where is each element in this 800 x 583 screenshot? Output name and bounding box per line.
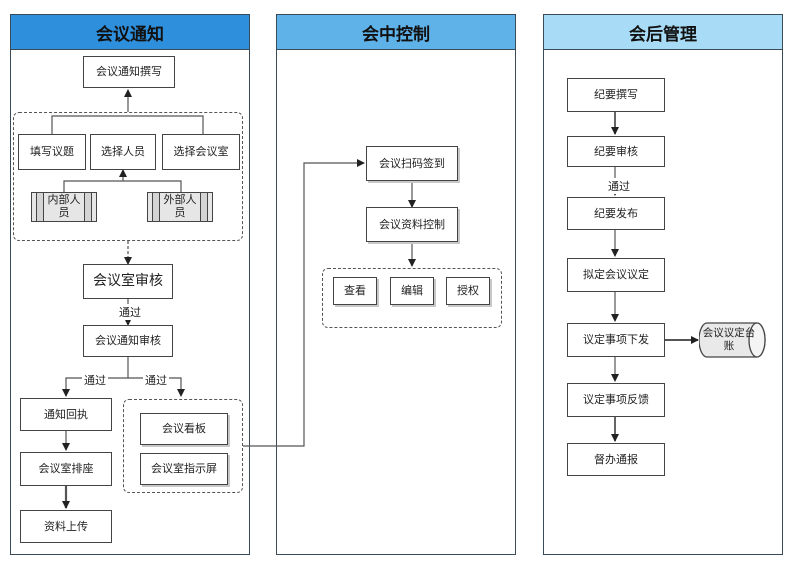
label-pass-2: 通过 [82,372,108,388]
label-pass-after: 通过 [606,178,632,194]
node-edit: 编辑 [390,277,434,305]
node-grant: 授权 [446,277,490,305]
node-fill-topic: 填写议题 [18,134,86,170]
lane-title-meeting-notice: 会议通知 [11,15,249,50]
node-draft-decision: 拟定会议议定 [567,258,665,292]
node-minutes-review: 纪要审核 [567,136,665,167]
label-pass-3: 通过 [143,372,169,388]
group-notice-inputs [13,112,243,241]
label-pass-1: 通过 [117,304,143,320]
node-external-staff: 外部人员 [147,192,213,222]
node-material-upload: 资料上传 [20,510,112,543]
internal-staff-label: 内部人员 [47,193,81,219]
node-notice-receipt: 通知回执 [20,398,112,431]
node-room-review: 会议室审核 [83,264,173,299]
lane-title-in-meeting-control: 会中控制 [277,15,515,50]
node-notice-compose: 会议通知撰写 [83,56,175,88]
node-minutes-write: 纪要撰写 [567,78,665,112]
node-supervise-report: 督办通报 [567,443,665,476]
node-select-people: 选择人员 [90,134,156,170]
node-minutes-publish: 纪要发布 [567,197,665,230]
node-material-control: 会议资料控制 [366,207,458,242]
ledger-label: 会议议定台账 [702,327,756,352]
node-view: 查看 [333,277,377,305]
node-decision-feedback: 议定事项反馈 [567,383,665,417]
node-room-screen: 会议室指示屏 [140,453,228,485]
arrow-board-to-signin [243,159,365,447]
node-room-seating: 会议室排座 [20,452,112,486]
node-scan-signin: 会议扫码签到 [366,146,458,181]
group-display-screens [123,399,243,493]
arrow-staff-to-select [63,180,182,192]
node-internal-staff: 内部人员 [31,192,97,222]
node-decision-issue: 议定事项下发 [567,323,665,357]
group-material-permissions [322,268,502,328]
line-inputs-bracket [51,115,204,134]
node-notice-review: 会议通知审核 [83,325,173,357]
node-decision-ledger [699,322,766,358]
external-staff-label: 外部人员 [163,193,197,219]
node-select-room: 选择会议室 [162,134,240,170]
node-meeting-board: 会议看板 [140,413,228,445]
lane-title-post-meeting: 会后管理 [544,15,782,50]
